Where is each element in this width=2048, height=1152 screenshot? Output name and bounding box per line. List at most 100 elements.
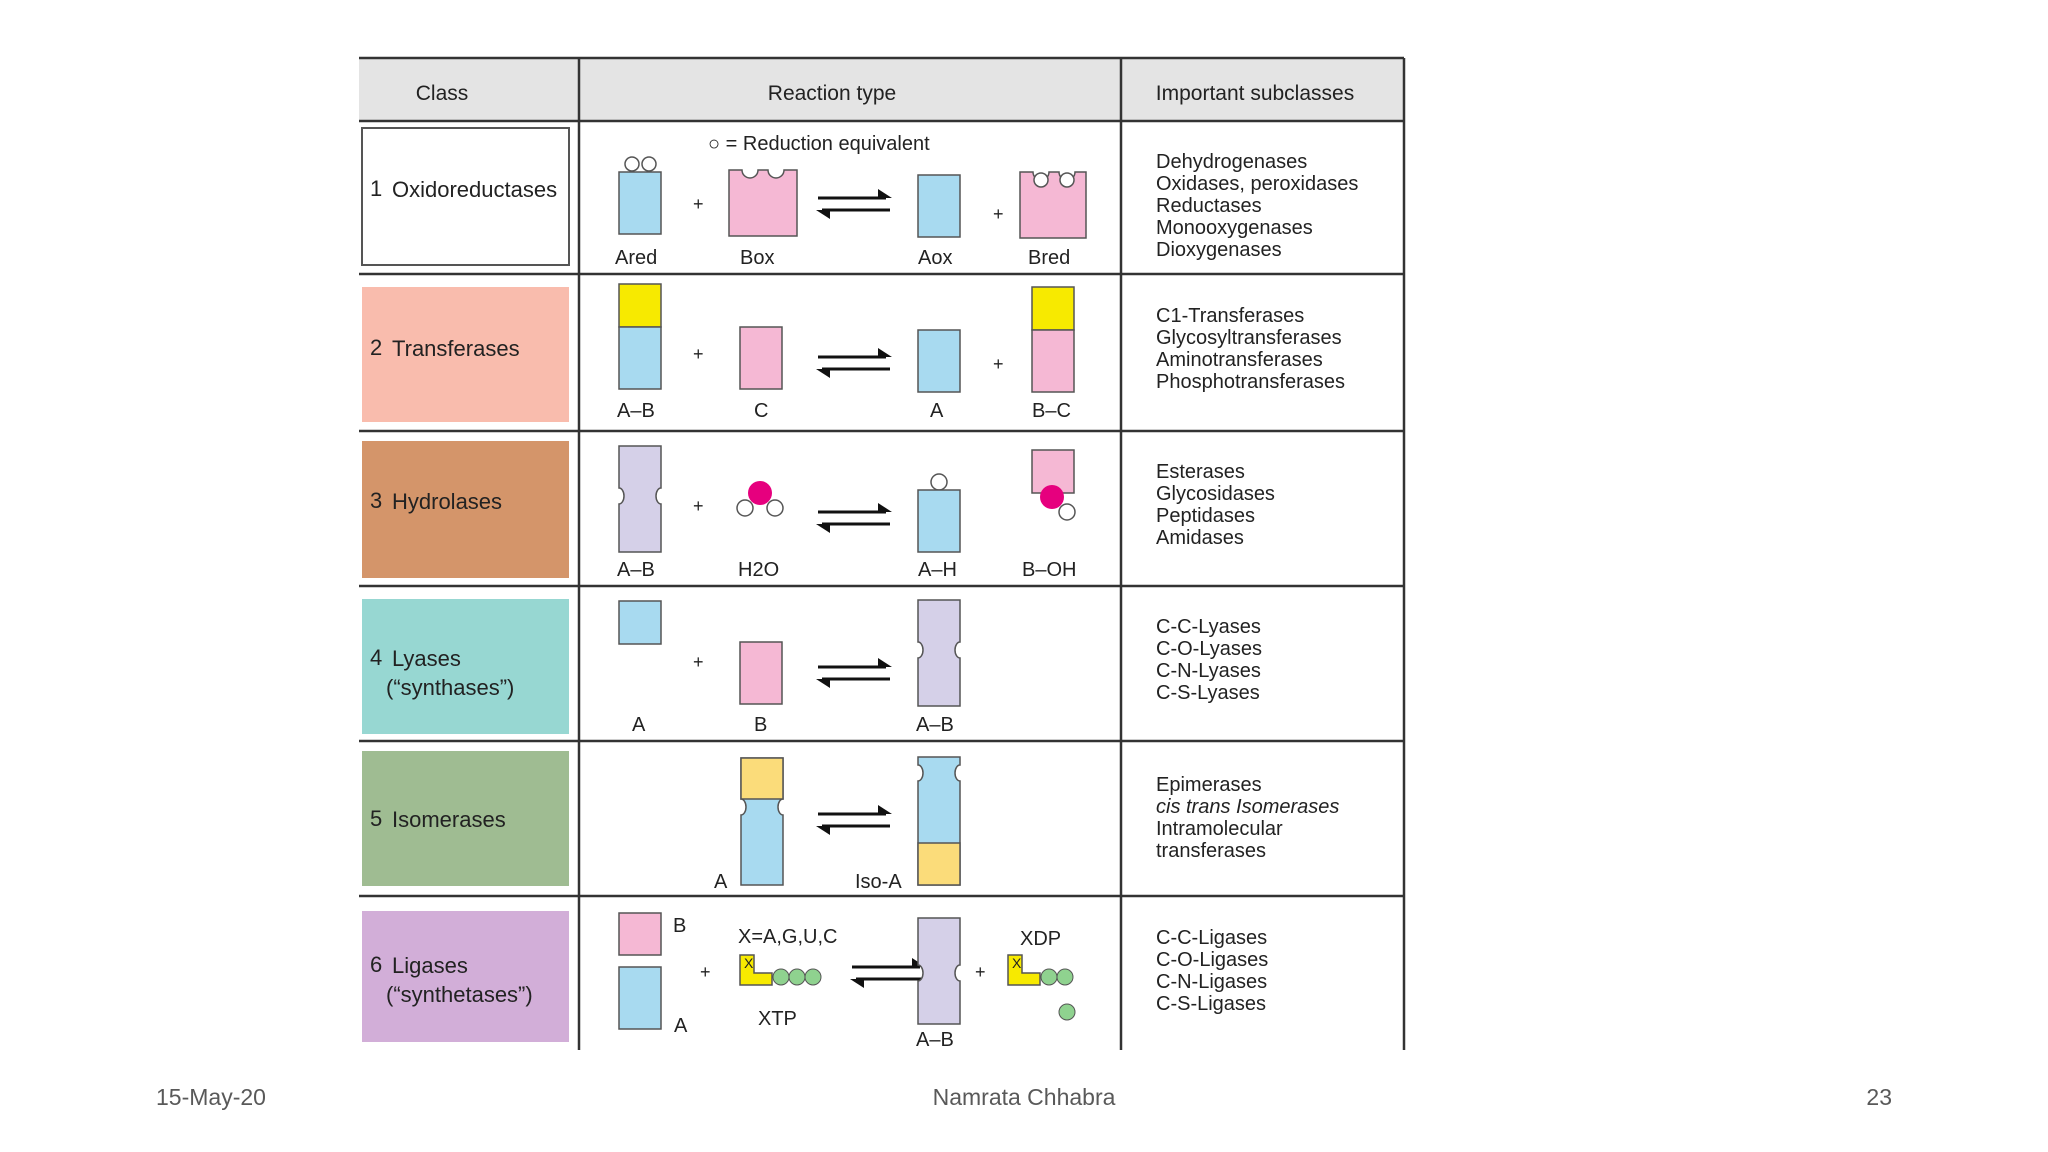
label-c: C bbox=[754, 400, 768, 422]
subclasses-isomerases: Epimerases cis trans Isomerases Intramol… bbox=[1156, 774, 1339, 862]
header-reaction-type: Reaction type bbox=[768, 82, 896, 105]
subclass-item: Glycosidases bbox=[1156, 483, 1275, 505]
class-cell-isomerases bbox=[362, 751, 569, 886]
plus-sign: + bbox=[693, 344, 704, 364]
class-cell-ligases bbox=[362, 911, 569, 1042]
class-number-1: 1 bbox=[370, 176, 382, 201]
class-number-4: 4 bbox=[370, 645, 382, 670]
subclass-item: Epimerases bbox=[1156, 774, 1262, 796]
subclass-item: Dioxygenases bbox=[1156, 239, 1282, 261]
subclass-item: Intramolecular bbox=[1156, 818, 1283, 840]
plus-sign: + bbox=[993, 204, 1004, 224]
label-xdp: XDP bbox=[1020, 928, 1061, 950]
class-number-2: 2 bbox=[370, 335, 382, 360]
hydrolase-reaction-diagram: + bbox=[618, 445, 1076, 553]
header-class: Class bbox=[416, 82, 469, 105]
subclass-item: Peptidases bbox=[1156, 505, 1255, 527]
class-number-3: 3 bbox=[370, 488, 382, 513]
ligase-reaction-diagram: + X + X bbox=[618, 912, 1076, 1030]
subclass-item: Aminotransferases bbox=[1156, 349, 1323, 371]
plus-sign: + bbox=[993, 354, 1004, 374]
subclass-item: C-C-Ligases bbox=[1156, 927, 1267, 949]
class-cell-hydrolases bbox=[362, 441, 569, 578]
class-number-6: 6 bbox=[370, 952, 382, 977]
subclass-item: C1-Transferases bbox=[1156, 305, 1304, 327]
lyase-reaction-diagram: + bbox=[618, 599, 961, 707]
class-name-oxidoreductases: Oxidoreductases bbox=[392, 177, 557, 202]
subclass-item: C-N-Lyases bbox=[1156, 660, 1261, 682]
plus-sign: + bbox=[693, 496, 704, 516]
class-cell-lyases bbox=[362, 599, 569, 734]
reduction-equivalent-note: ○ = Reduction equivalent bbox=[708, 133, 930, 155]
label-b-c: B–C bbox=[1032, 400, 1071, 422]
subclass-item: C-N-Ligases bbox=[1156, 971, 1267, 993]
class-cell-transferases bbox=[362, 287, 569, 422]
class-name-lyases-line2: (“synthases”) bbox=[386, 675, 514, 700]
subclass-item: Reductases bbox=[1156, 195, 1262, 217]
footer-page-number: 23 bbox=[1866, 1084, 1892, 1110]
label-bred: Bred bbox=[1028, 247, 1070, 269]
subclass-item: Monooxygenases bbox=[1156, 217, 1313, 239]
class-name-transferases: Transferases bbox=[392, 336, 520, 361]
class-name-ligases-line2: (“synthetases”) bbox=[386, 982, 533, 1007]
subclasses-ligases: C-C-Ligases C-O-Ligases C-N-Ligases C-S-… bbox=[1156, 927, 1268, 1015]
class-name-ligases: Ligases bbox=[392, 953, 468, 978]
plus-sign: + bbox=[700, 962, 711, 982]
isomerase-reaction-diagram bbox=[740, 756, 961, 886]
label-xtp: XTP bbox=[758, 1008, 797, 1030]
label-a-b: A–B bbox=[916, 714, 954, 736]
label-box: Box bbox=[740, 247, 774, 269]
subclass-item: Amidases bbox=[1156, 527, 1244, 549]
class-number-5: 5 bbox=[370, 806, 382, 831]
subclass-item: Phosphotransferases bbox=[1156, 371, 1345, 393]
label-h2o: H2O bbox=[738, 559, 779, 581]
x-mark: X bbox=[1012, 955, 1022, 971]
plus-sign: + bbox=[975, 962, 986, 982]
subclass-item: C-O-Lyases bbox=[1156, 638, 1262, 660]
subclass-item: C-S-Lyases bbox=[1156, 682, 1260, 704]
transferase-reaction-diagram: + + bbox=[618, 283, 1075, 393]
label-aox: Aox bbox=[918, 247, 952, 269]
table-grid bbox=[359, 56, 1406, 1050]
table-header-background bbox=[359, 58, 1404, 121]
footer-date: 15-May-20 bbox=[156, 1084, 266, 1110]
subclass-item: Dehydrogenases bbox=[1156, 151, 1307, 173]
label-iso-a: Iso-A bbox=[855, 871, 902, 893]
subclass-item: C-S-Ligases bbox=[1156, 993, 1266, 1015]
label-ared: Ared bbox=[615, 247, 657, 269]
label-b: B bbox=[673, 915, 686, 937]
subclass-item: cis trans Isomerases bbox=[1156, 796, 1339, 818]
subclass-item: Oxidases, peroxidases bbox=[1156, 173, 1358, 195]
subclass-item: C-C-Lyases bbox=[1156, 616, 1261, 638]
label-x-nucleotides: X=A,G,U,C bbox=[738, 926, 837, 948]
class-name-lyases: Lyases bbox=[392, 646, 461, 671]
class-name-hydrolases: Hydrolases bbox=[392, 489, 502, 514]
label-b: B bbox=[754, 714, 767, 736]
subclass-item: Esterases bbox=[1156, 461, 1245, 483]
x-mark: X bbox=[744, 955, 754, 971]
label-b-oh: B–OH bbox=[1022, 559, 1076, 581]
label-a-b: A–B bbox=[916, 1029, 954, 1051]
class-name-isomerases: Isomerases bbox=[392, 807, 506, 832]
plus-sign: + bbox=[693, 652, 704, 672]
subclasses-hydrolases: Esterases Glycosidases Peptidases Amidas… bbox=[1156, 461, 1275, 549]
footer-author: Namrata Chhabra bbox=[932, 1084, 1116, 1110]
label-a: A bbox=[632, 714, 646, 736]
subclass-item: Glycosyltransferases bbox=[1156, 327, 1342, 349]
subclass-item: transferases bbox=[1156, 840, 1266, 862]
subclasses-transferases: C1-Transferases Glycosyltransferases Ami… bbox=[1156, 305, 1345, 393]
label-a: A bbox=[674, 1015, 688, 1037]
label-a-b: A–B bbox=[617, 400, 655, 422]
subclass-item: C-O-Ligases bbox=[1156, 949, 1268, 971]
label-a: A bbox=[714, 871, 728, 893]
class-cell-oxidoreductases bbox=[361, 127, 570, 266]
label-a-b: A–B bbox=[617, 559, 655, 581]
oxidoreductase-reaction-diagram: + + bbox=[618, 156, 1087, 239]
label-a: A bbox=[930, 400, 944, 422]
subclasses-oxidoreductases: Dehydrogenases Oxidases, peroxidases Red… bbox=[1156, 151, 1358, 261]
subclasses-lyases: C-C-Lyases C-O-Lyases C-N-Lyases C-S-Lya… bbox=[1156, 616, 1262, 704]
label-a-h: A–H bbox=[918, 559, 957, 581]
plus-sign: + bbox=[693, 194, 704, 214]
